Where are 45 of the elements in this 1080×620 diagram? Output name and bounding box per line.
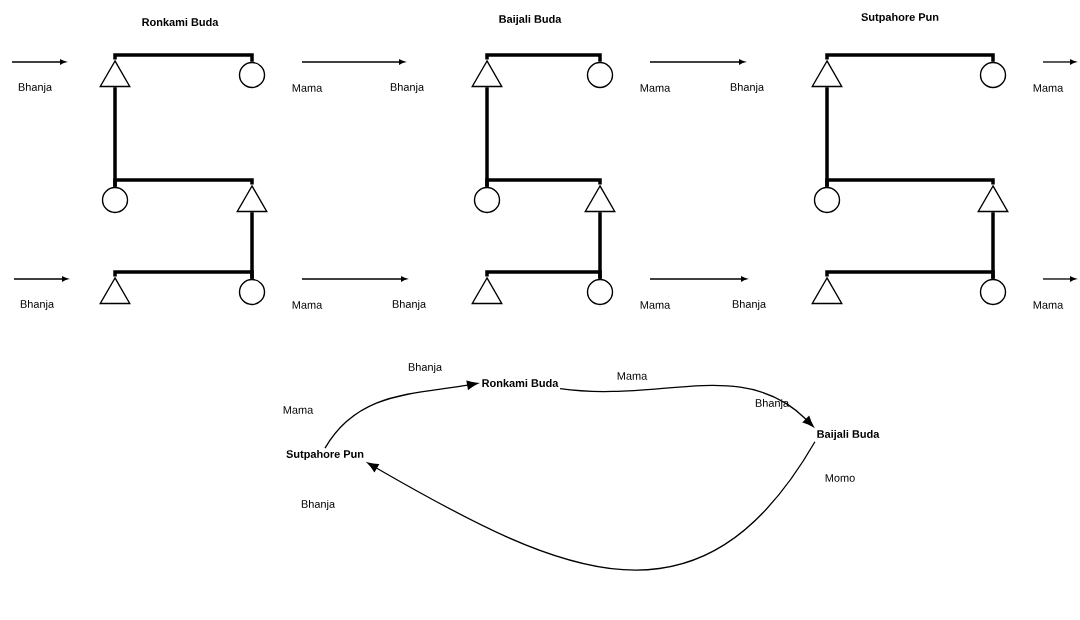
name-label: Ronkami Buda bbox=[482, 378, 559, 387]
kinship-line bbox=[485, 53, 602, 62]
kin-term: Bhanja bbox=[730, 82, 765, 94]
kinship-line bbox=[485, 178, 602, 187]
kin-term: Mama bbox=[283, 406, 314, 414]
curved-arrow bbox=[367, 441, 816, 571]
kin-term: Mama bbox=[640, 301, 671, 309]
circle-symbol bbox=[473, 186, 501, 214]
circle-symbol bbox=[586, 61, 614, 89]
kin-term: Bhanja bbox=[392, 299, 427, 311]
circle-symbol bbox=[238, 278, 266, 306]
kinship-line bbox=[825, 53, 995, 62]
circle-symbol bbox=[979, 61, 1007, 89]
name-label: Ronkami Buda bbox=[142, 17, 219, 26]
name-label: Sutpahore Pun bbox=[286, 449, 364, 461]
kinship-line bbox=[825, 178, 995, 187]
kinship-line bbox=[113, 178, 254, 187]
circle-symbol bbox=[101, 186, 129, 214]
kinship-line bbox=[485, 270, 602, 279]
kin-term: Bhanja bbox=[732, 299, 767, 311]
kinship-line bbox=[113, 270, 254, 279]
kin-term: Mama bbox=[617, 372, 648, 380]
name-label: Sutpahore Pun bbox=[861, 12, 939, 24]
kin-term: Mama bbox=[292, 84, 323, 92]
kinship-line bbox=[825, 270, 995, 279]
circle-symbol bbox=[813, 186, 841, 214]
kinship-line bbox=[113, 53, 254, 62]
name-label: Baijali Buda bbox=[817, 429, 880, 441]
kin-term: Mama bbox=[640, 84, 671, 92]
kin-term: Bhanja bbox=[755, 398, 790, 410]
kin-term: Mama bbox=[292, 301, 323, 309]
kin-term: Mama bbox=[1033, 301, 1064, 309]
circle-symbol bbox=[586, 278, 614, 306]
kin-term: Bhanja bbox=[20, 299, 55, 311]
kin-term: Momo bbox=[825, 474, 855, 482]
kin-term: Mama bbox=[1033, 84, 1064, 92]
circle-symbol bbox=[979, 278, 1007, 306]
kin-term: Bhanja bbox=[390, 82, 425, 94]
kin-term: Bhanja bbox=[301, 499, 336, 511]
curved-arrow bbox=[559, 384, 814, 427]
kin-term: Bhanja bbox=[408, 362, 443, 374]
kin-term: Bhanja bbox=[18, 82, 53, 94]
name-label: Baijali Buda bbox=[499, 14, 562, 26]
curved-arrow bbox=[324, 380, 478, 449]
circle-symbol bbox=[238, 61, 266, 89]
